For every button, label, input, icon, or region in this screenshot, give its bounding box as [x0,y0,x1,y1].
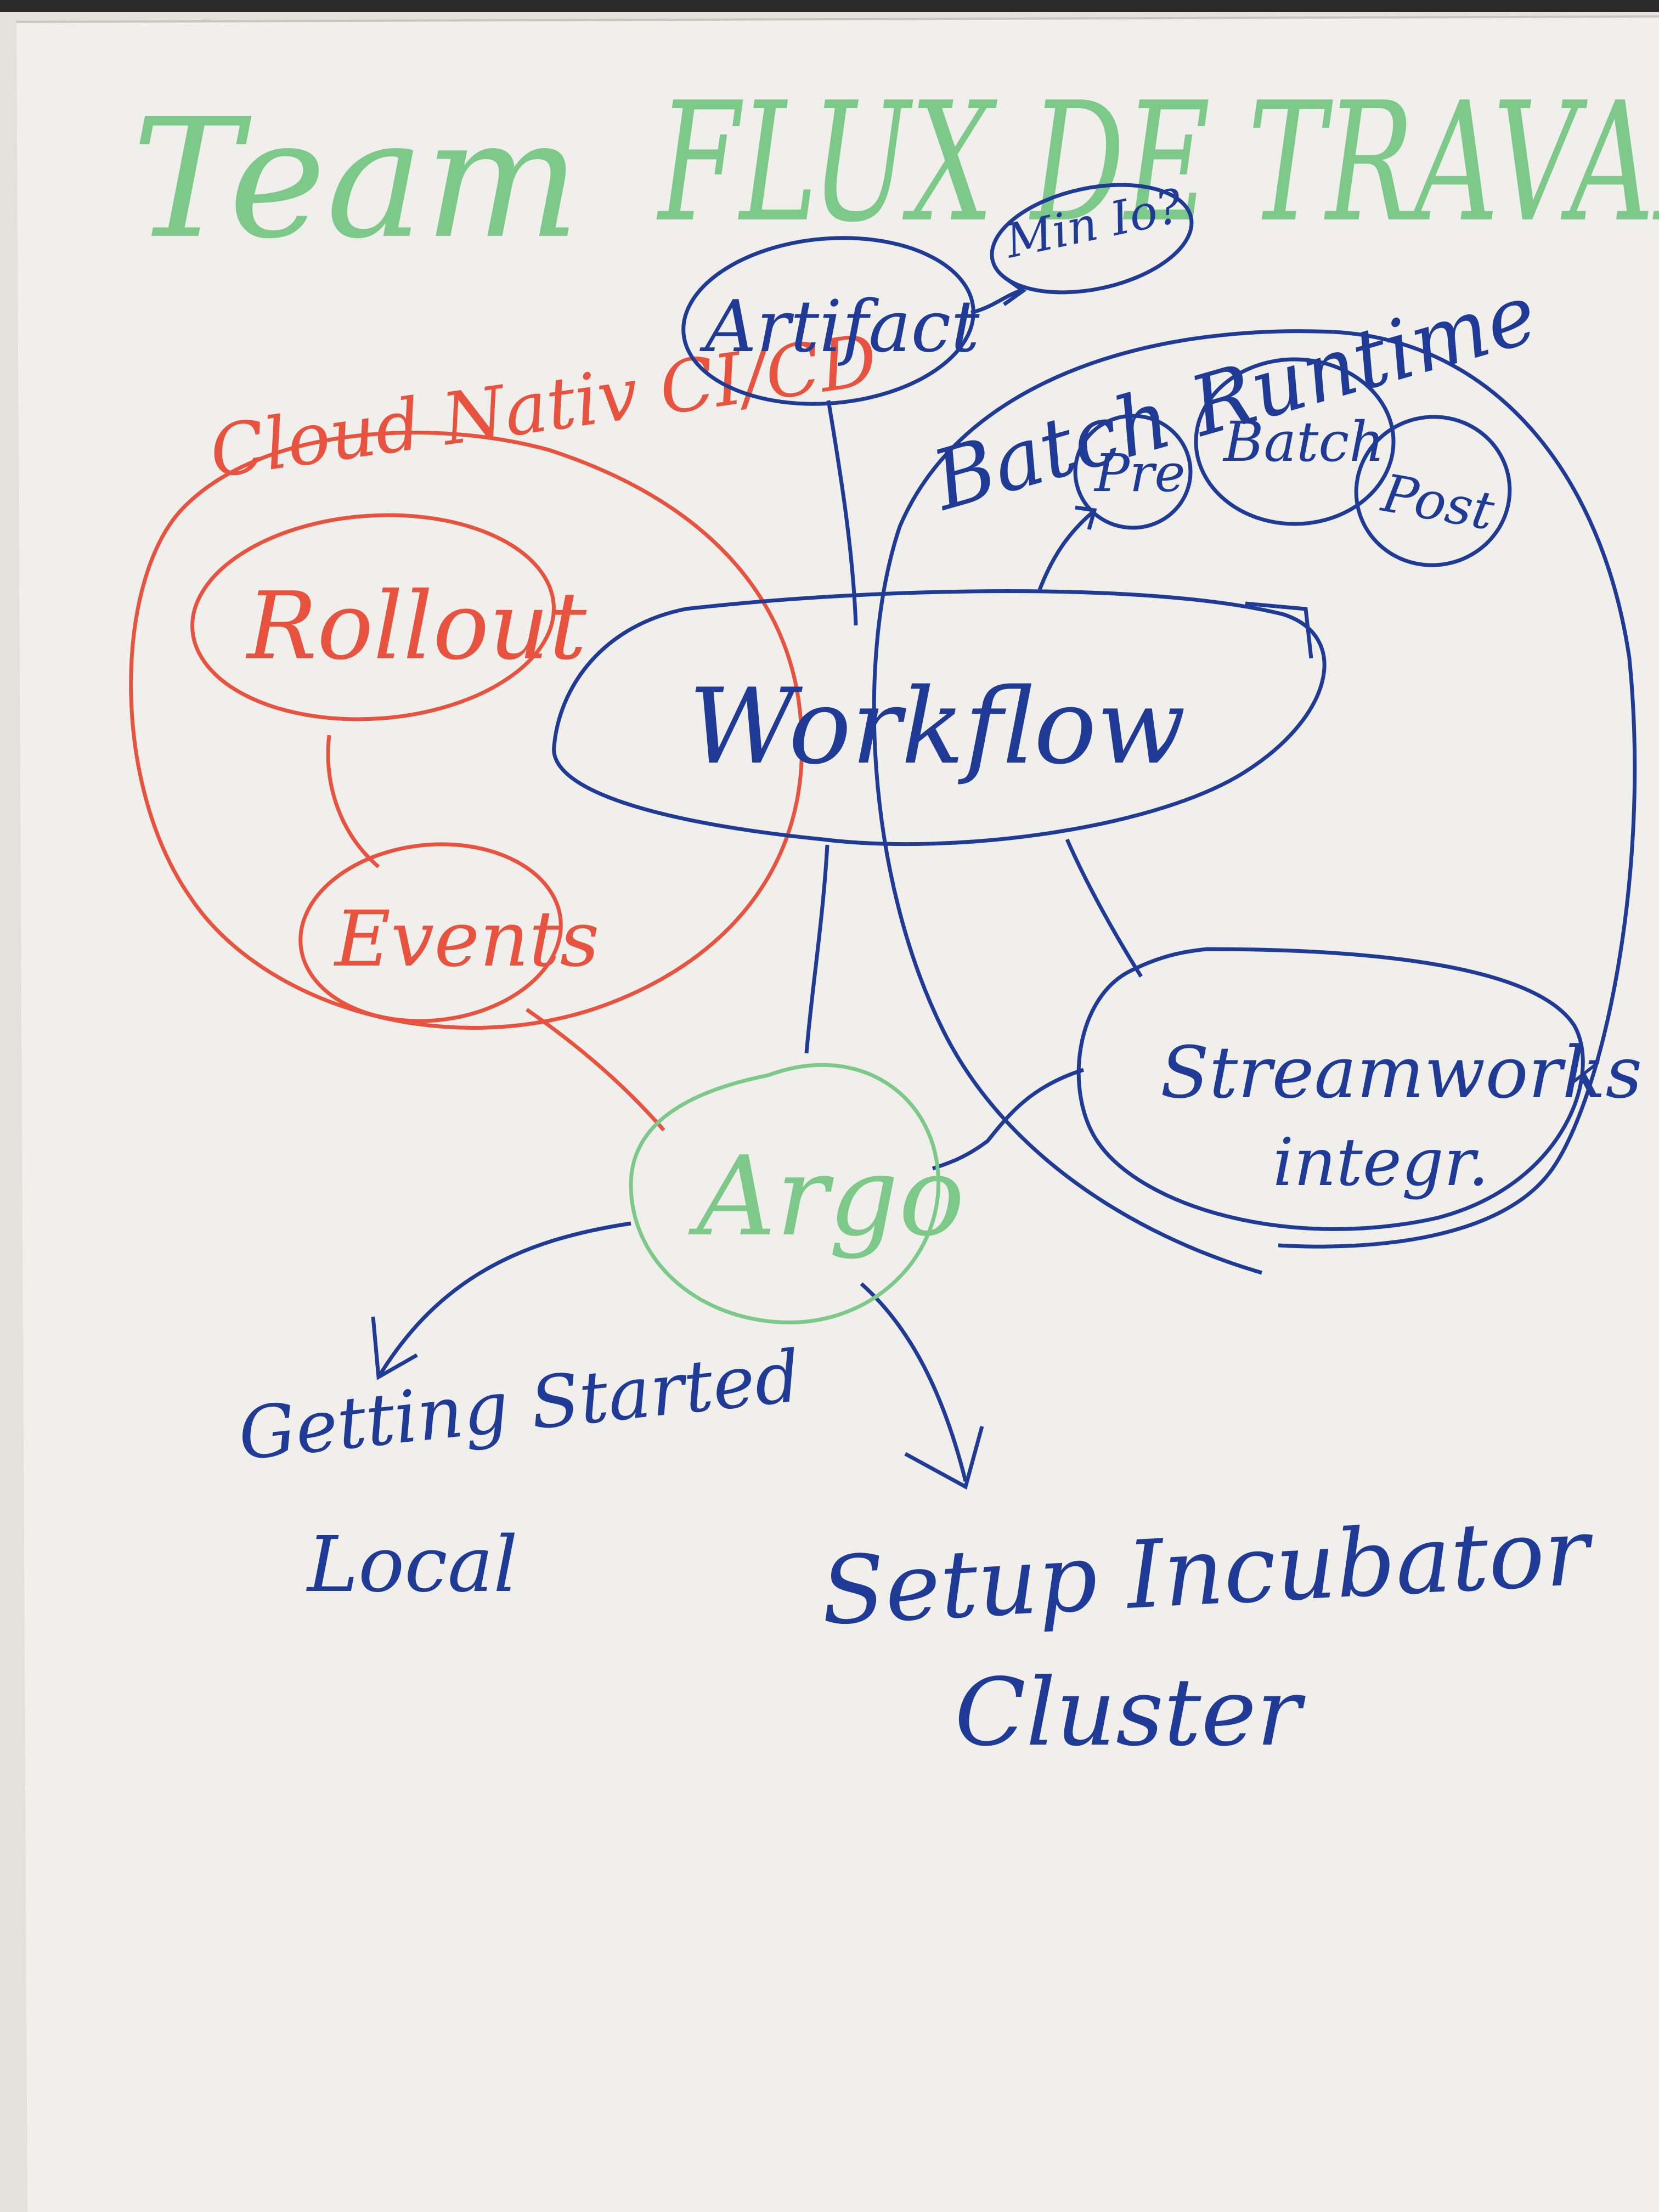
events-label: Events [333,895,599,984]
argo-circle [629,1063,941,1325]
streamworks-argo-link [932,1068,1085,1171]
batch-runtime-loop-left [872,329,1334,1275]
cloud-native-group [129,431,804,1132]
workflow-ellipse [552,589,1327,847]
top-edge [0,0,1659,12]
title-team: Team [132,83,580,275]
streamworks-label: Streamworks [1160,1031,1642,1114]
events-ellipse [298,842,563,1023]
artifact-minio-arrowhead [1002,275,1027,306]
pre-label: Pre [1093,443,1186,504]
batch-circle [1194,357,1396,526]
argo-getting-started-arrowhead [371,1316,418,1380]
workflow-hook [1245,601,1313,659]
pre-circle [1073,414,1193,530]
artifact-minio-arrow [970,289,1022,315]
streamworks-ellipse [1076,947,1585,1231]
paper-top-edge [16,15,1659,23]
argo-setup-arrowhead [904,1426,984,1490]
argo-getting-started-arrow [377,1221,631,1378]
batch-label: Batch [1222,410,1385,474]
workflow-pre-arrowhead [1075,505,1097,530]
integr-label: integr. [1273,1125,1489,1201]
workflow-streamworks-link [1065,838,1143,978]
rollout-events-link [326,735,380,868]
paper-sheet [16,16,1659,2212]
workflow-pre-arrow [1037,511,1093,591]
title-flux-de-travail: FLUX DE TRAVAI [657,67,1659,258]
cluster-label: Cluster [955,1658,1306,1767]
artifact-label: Artifact [699,285,980,368]
workflow-argo-link [804,844,830,1054]
argo-label: Argo [688,1133,964,1261]
post-circle [1354,415,1512,567]
artifact-ellipse [681,236,975,406]
local-label: Local [306,1520,518,1610]
blue-structure [371,183,1637,1490]
rollout-ellipse [190,513,556,721]
minio-ellipse [990,183,1194,295]
batch-runtime-loop-right [1278,330,1637,1249]
workflow-label: Workflow [689,666,1186,787]
argo-setup-arrow [860,1282,968,1482]
rollout-label: Rollout [245,572,587,681]
events-argo-link [525,1008,665,1132]
